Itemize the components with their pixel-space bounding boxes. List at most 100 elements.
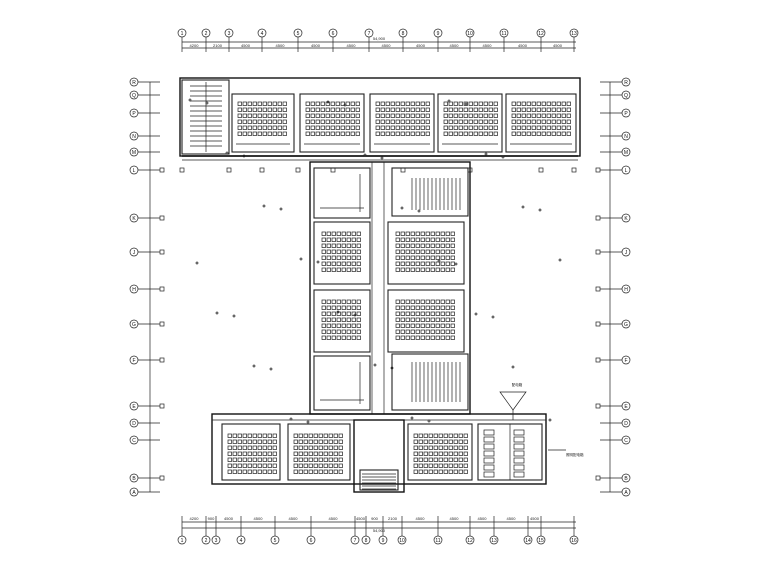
top-axis-group: 54,9001420022100345004450054500645007450… — [177, 28, 579, 52]
desk — [308, 439, 313, 444]
desk — [351, 255, 356, 260]
desk — [410, 317, 415, 322]
classroom-top — [437, 93, 503, 153]
desk — [336, 243, 341, 248]
desk — [420, 231, 425, 236]
desk — [328, 457, 333, 462]
desk — [237, 101, 242, 106]
desk — [410, 107, 415, 112]
top-axis-label: 4 — [261, 31, 264, 37]
desk — [293, 469, 298, 474]
electrical-point-symbol — [188, 98, 192, 102]
desk — [237, 113, 242, 118]
desk — [325, 125, 330, 130]
electrical-point-symbol — [326, 100, 330, 104]
desk — [380, 113, 385, 118]
desk — [423, 445, 428, 450]
desk — [257, 131, 262, 136]
desk — [395, 323, 400, 328]
desk — [356, 261, 361, 266]
desk — [257, 107, 262, 112]
desk — [326, 299, 331, 304]
desk — [420, 317, 425, 322]
desk — [313, 433, 318, 438]
desk — [556, 107, 561, 112]
desk — [430, 329, 435, 334]
desk — [405, 249, 410, 254]
desk — [453, 433, 458, 438]
desk — [335, 131, 340, 136]
desk — [298, 457, 303, 462]
desk — [435, 237, 440, 242]
desk — [385, 101, 390, 106]
desk — [425, 113, 430, 118]
desk — [435, 267, 440, 272]
desk — [227, 433, 232, 438]
desk — [551, 113, 556, 118]
desk — [425, 329, 430, 334]
desk — [400, 113, 405, 118]
desk — [257, 113, 262, 118]
desk — [428, 445, 433, 450]
desk — [395, 261, 400, 266]
top-axis-label: 10 — [467, 31, 473, 37]
electrical-point-symbol — [353, 313, 357, 317]
desk — [323, 439, 328, 444]
desk — [325, 113, 330, 118]
desk — [237, 463, 242, 468]
desk — [237, 445, 242, 450]
desk — [458, 469, 463, 474]
column-marker — [159, 321, 165, 327]
desk — [430, 317, 435, 322]
desk — [336, 249, 341, 254]
desk — [420, 113, 425, 118]
desk — [531, 107, 536, 112]
electrical-point-symbol — [299, 257, 303, 261]
desk — [303, 469, 308, 474]
desk — [450, 261, 455, 266]
desk — [415, 335, 420, 340]
desk — [415, 261, 420, 266]
desk — [493, 119, 498, 124]
desk — [478, 125, 483, 130]
desk — [413, 457, 418, 462]
desk — [395, 243, 400, 248]
stair-core-lower — [391, 353, 469, 411]
desk — [516, 125, 521, 130]
desk — [321, 311, 326, 316]
desk — [463, 125, 468, 130]
desk — [453, 457, 458, 462]
top-axis-label: 9 — [437, 31, 440, 37]
desk — [488, 113, 493, 118]
fixture — [513, 457, 525, 464]
top-overall-dimension: 54,900 — [373, 36, 386, 41]
desk — [350, 113, 355, 118]
desk — [282, 119, 287, 124]
electrical-point-symbol — [252, 364, 256, 368]
classroom-bottom — [287, 423, 351, 481]
desk — [227, 451, 232, 456]
desk — [351, 237, 356, 242]
desk — [551, 119, 556, 124]
column-marker — [595, 167, 601, 173]
desk — [566, 119, 571, 124]
desk — [425, 249, 430, 254]
top-dimension-value: 2100 — [213, 43, 223, 48]
desk — [438, 457, 443, 462]
desk — [478, 107, 483, 112]
desk — [448, 445, 453, 450]
classroom-spine — [313, 355, 371, 411]
desk — [521, 113, 526, 118]
top-dimension-value: 4200 — [190, 43, 200, 48]
column-marker — [400, 167, 406, 173]
desk — [430, 323, 435, 328]
top-dimension-value: 4500 — [483, 43, 493, 48]
desk — [453, 113, 458, 118]
desk — [350, 125, 355, 130]
desk — [526, 125, 531, 130]
desk — [331, 299, 336, 304]
desk — [318, 433, 323, 438]
desk — [331, 255, 336, 260]
desk — [323, 433, 328, 438]
